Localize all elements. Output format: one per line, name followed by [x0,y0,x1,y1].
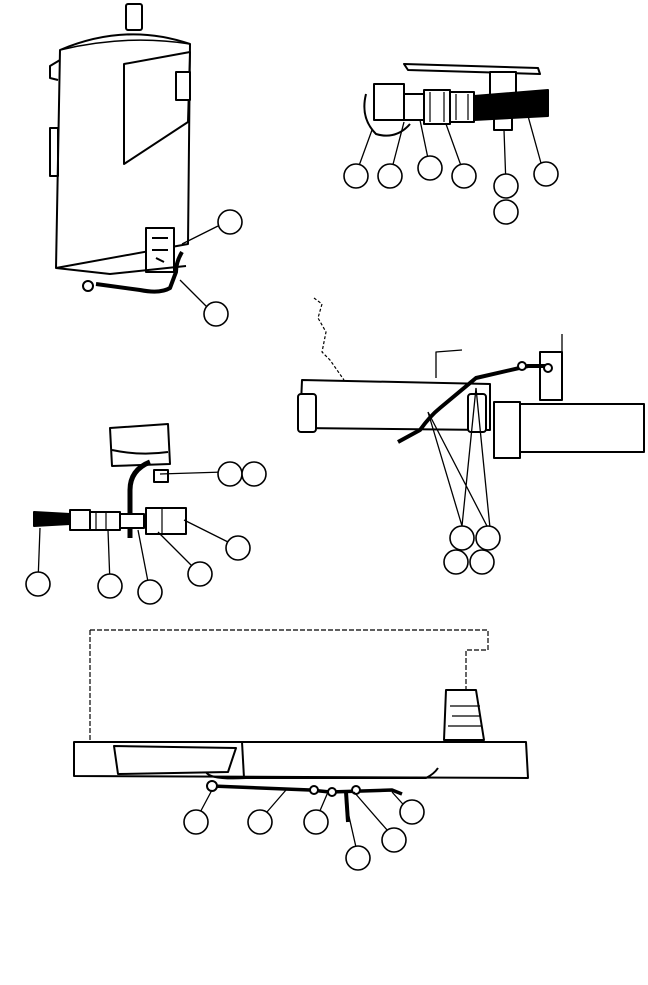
callout-balloon [382,828,406,852]
callout-balloon [304,810,328,834]
callout-balloon [248,810,272,834]
underbody-fitting [328,788,336,796]
callout-balloon [470,550,494,574]
callout-balloon [204,302,228,326]
callout-balloon [138,580,162,604]
underbody-fitting [207,781,217,791]
tank-cap [126,4,142,30]
sender-hose-view [34,424,236,592]
tank-view [50,4,218,308]
callout-balloon [494,200,518,224]
tank-callouts [204,210,242,326]
tank-hose-fitting [83,281,93,291]
frame-hose-view [298,298,644,528]
sender-head [110,424,170,466]
hose-fitting [90,512,120,530]
underbody-pan [114,746,236,774]
sender-clip [154,470,168,482]
callout-balloon [344,164,368,188]
frame-hose [398,366,548,442]
callout-balloon [400,800,424,824]
callout-balloon [534,162,558,186]
callout-balloon [26,572,50,596]
switch-fitting-callouts [344,156,558,224]
sender-tube [130,462,150,538]
callout-balloon [494,174,518,198]
callout-balloon [98,574,122,598]
hex-fitting [424,90,450,124]
switch-fitting-view [356,64,548,186]
frame-hose-fitting [518,362,526,370]
callout-balloon [476,526,500,550]
frame-bracket [540,352,562,400]
braided-hose [34,512,70,526]
underbody-outline [90,630,488,700]
hex-fitting [404,94,424,120]
frame-pad [298,394,316,432]
pressure-switch [374,84,404,120]
callout-balloon [450,526,474,550]
callout-balloon [378,164,402,188]
callout-balloon [444,550,468,574]
callout-balloon [242,462,266,486]
sender-hose-callouts [26,462,266,604]
callout-balloon [452,164,476,188]
underbody-fitting [310,786,318,794]
callout-balloon [226,536,250,560]
hose-fitting [70,510,90,530]
callout-balloon [346,846,370,870]
callout-balloon [218,462,242,486]
callout-balloon [184,810,208,834]
braided-hose [474,90,548,120]
frame-hose-callouts [444,526,500,574]
underbody-fitting [352,786,360,794]
underbody-callouts [184,800,424,870]
hose-fitting [146,508,186,534]
underbody-view [74,630,528,856]
tank-hose [96,252,182,292]
hose-fitting [120,514,144,528]
underbody-mount [444,690,484,740]
callout-balloon [218,210,242,234]
callout-balloon [188,562,212,586]
callout-balloon [418,156,442,180]
hex-fitting [450,92,474,122]
frame-hose-fitting [544,364,552,372]
tank-side-bracket [50,128,58,176]
tank-gauge [176,72,190,100]
tank-panel [124,52,190,164]
